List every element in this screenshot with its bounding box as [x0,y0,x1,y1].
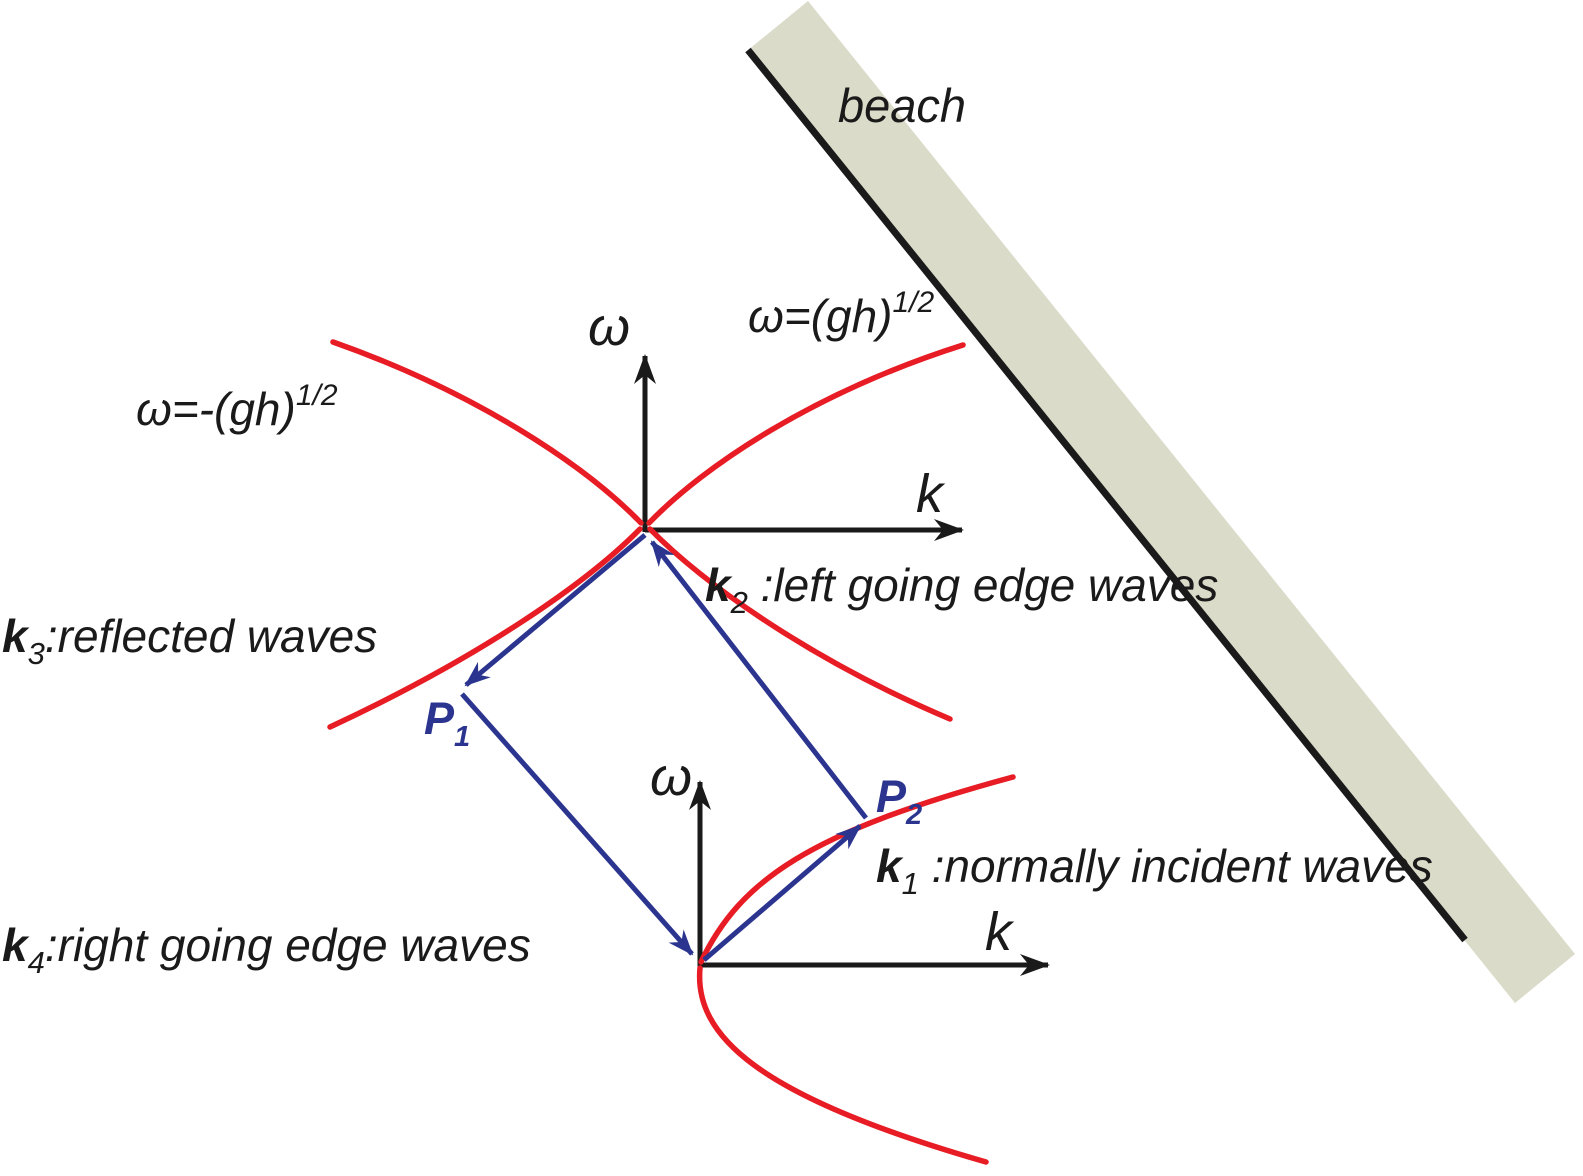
lower-curve-negative [696,965,989,1165]
vector-k3-reflected [464,533,647,687]
upper-curve-negative-left [330,339,644,526]
vector-k4-right-edge [460,692,694,956]
positive-dispersion-equation: ω=(gh)1/2 [748,286,935,342]
upper-curve-positive-right [646,342,966,526]
lower-omega-label: ω [650,747,692,807]
upper-curve-positive-left [327,526,643,730]
point-p1-label: P1 [424,693,470,753]
beach-band [748,1,1575,1003]
upper-omega-label: ω [588,297,630,357]
vector-labels: k2 :left going edge waves k3:reflected w… [2,559,1433,980]
lower-plot: ω k [650,747,1050,1165]
beach-label: beach [838,79,966,132]
upper-curve-negative-right [647,526,953,722]
k3-label: k3:reflected waves [2,610,377,671]
upper-plot: ω k ω=(gh)1/2 ω=-(gh)1/2 [136,286,966,730]
shoreline [745,47,1468,943]
k1-label: k1 :normally incident waves [876,840,1433,901]
vector-k2-left-edge [650,540,868,820]
k4-label: k4:right going edge waves [2,919,531,980]
lower-k-label: k [985,902,1015,962]
k2-label: k2 :left going edge waves [705,559,1218,620]
wave-vectors [460,533,868,962]
lower-curve-positive [698,774,1016,965]
beach: beach [745,1,1575,1003]
vector-k1-incident [702,824,862,962]
point-labels: P1 P2 [424,693,922,831]
negative-dispersion-equation: ω=-(gh)1/2 [136,379,338,435]
point-p2-label: P2 [876,771,922,831]
upper-k-label: k [916,464,946,524]
